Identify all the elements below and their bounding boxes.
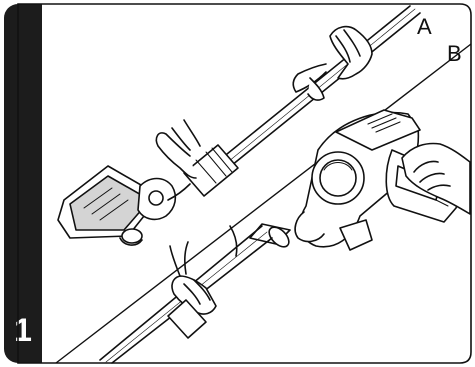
panel-label-b: B (447, 43, 462, 65)
lower-hand (156, 133, 196, 178)
nozzle-wheel (122, 229, 142, 243)
upper-hand (330, 27, 372, 79)
panel-b-illustration (100, 110, 470, 363)
panel-label-a: A (417, 16, 432, 38)
